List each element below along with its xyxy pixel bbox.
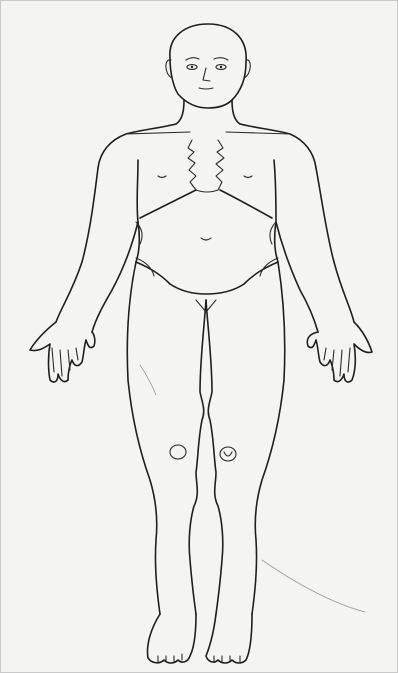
- head: [166, 24, 250, 108]
- neck: [176, 100, 240, 124]
- clavicles: [126, 132, 290, 134]
- left-foot: [148, 614, 197, 663]
- pelvis-line: [136, 262, 278, 294]
- right-leg: [206, 262, 285, 614]
- chest: [140, 140, 272, 218]
- right-arm-inner: [276, 222, 318, 332]
- left-hand: [30, 322, 95, 382]
- left-knee: [170, 445, 186, 459]
- right-torso-side: [274, 160, 278, 262]
- right-shoulder: [240, 124, 316, 168]
- left-leg: [127, 262, 206, 614]
- right-nipple: [244, 176, 252, 178]
- navel: [201, 238, 211, 240]
- right-arm-outer: [316, 168, 354, 322]
- ribcage-border: [140, 190, 272, 218]
- abdomen: [136, 238, 278, 294]
- left-arm-outer: [56, 168, 98, 322]
- left-nipple: [158, 176, 166, 178]
- sternum: [188, 140, 224, 190]
- mouth: [199, 88, 213, 89]
- left-torso-side: [136, 160, 139, 262]
- nose: [203, 68, 210, 81]
- left-eyebrow: [186, 58, 199, 60]
- torso-and-arms: [56, 124, 354, 332]
- right-knee: [220, 447, 236, 461]
- left-arm-inner: [92, 222, 138, 332]
- right-eyebrow: [214, 58, 228, 60]
- paper-marks: [140, 365, 365, 612]
- right-foot: [206, 614, 252, 663]
- left-shoulder: [98, 124, 176, 168]
- face: [186, 58, 228, 89]
